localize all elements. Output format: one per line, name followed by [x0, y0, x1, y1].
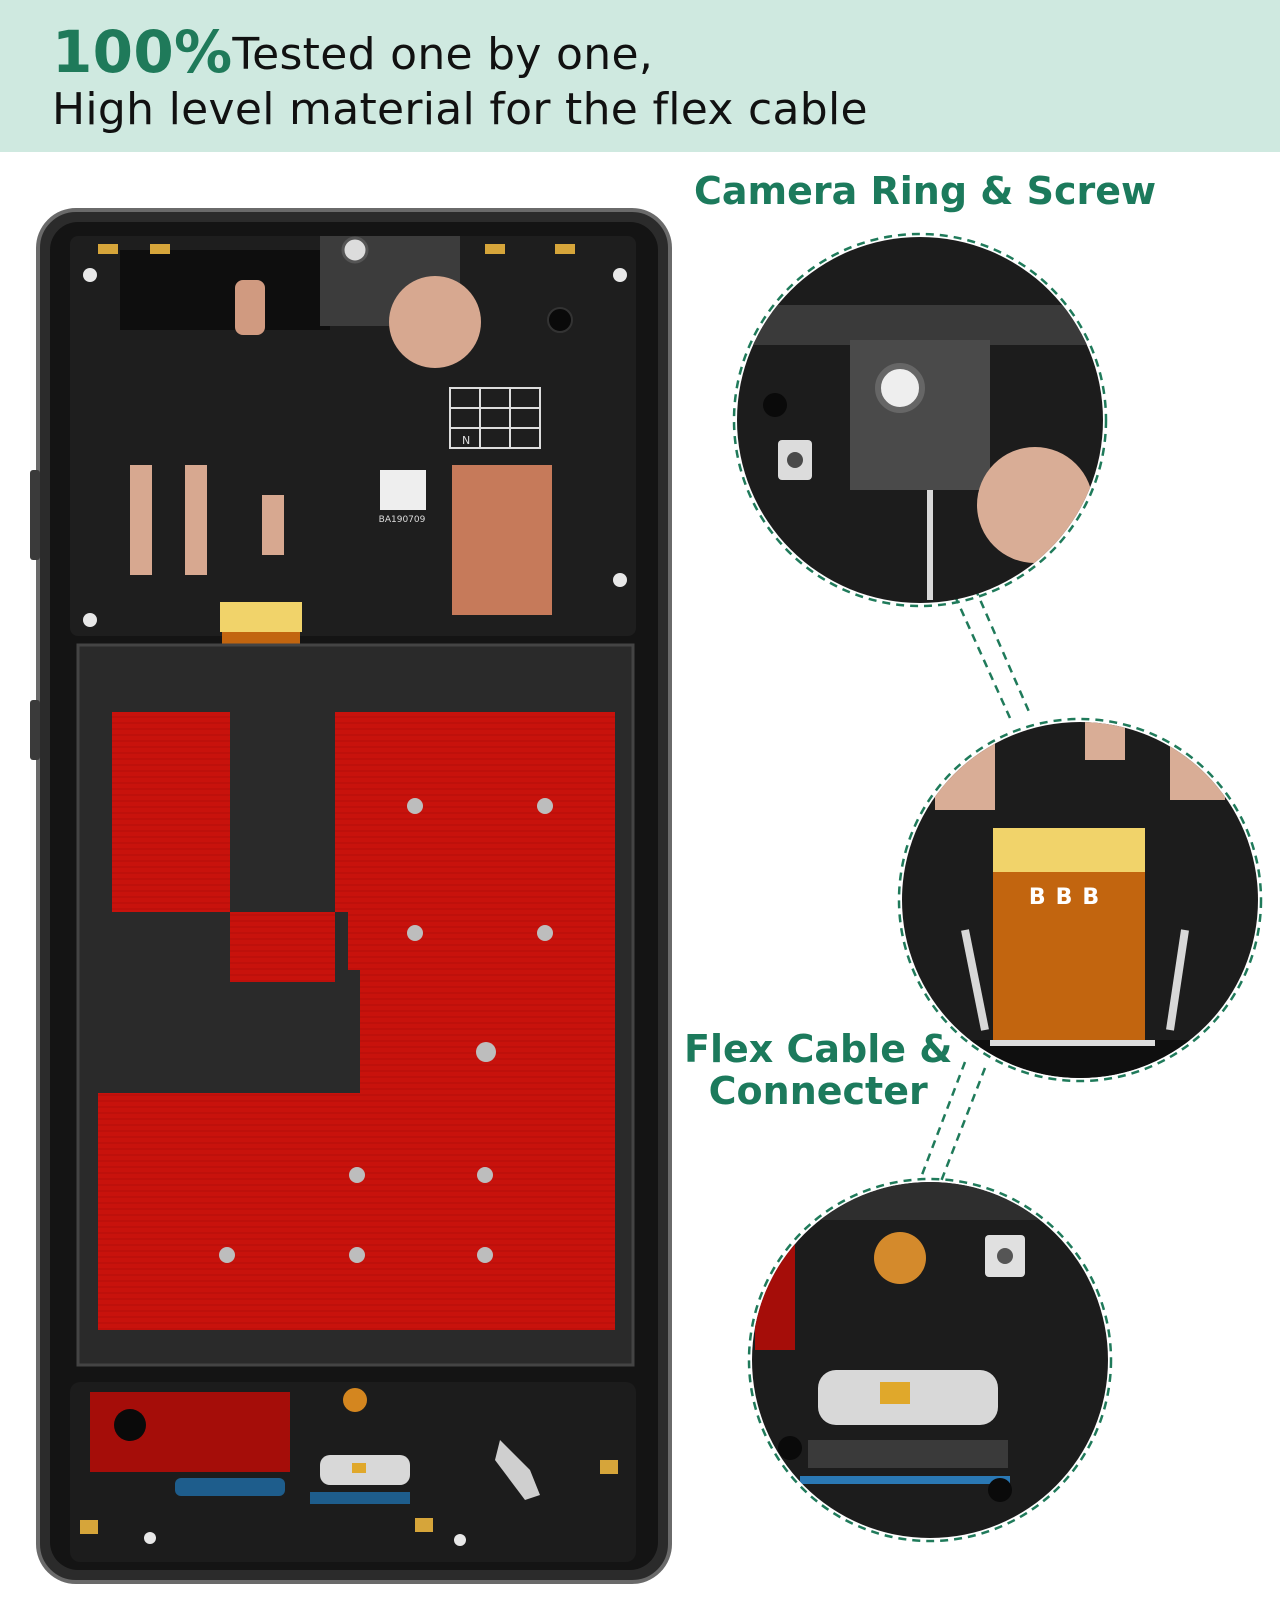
display-shield — [76, 643, 635, 1367]
grid-label: N — [449, 387, 541, 449]
camera-detail-circle — [732, 232, 1108, 608]
qr-code — [380, 470, 426, 510]
flex-callout-label: Flex Cable & Connecter — [684, 1028, 952, 1112]
headline-text-1: Tested one by one, — [232, 29, 654, 80]
flex-callout-label-line1: Flex Cable & — [684, 1027, 953, 1071]
flex-detail-circle: BBB — [897, 717, 1263, 1083]
header-banner — [0, 0, 1280, 152]
top-board: BA190709 N — [70, 236, 636, 636]
qr-code-label: BA190709 — [379, 515, 426, 525]
power-button — [30, 700, 40, 760]
copper-foil — [452, 465, 552, 615]
callout-connectors — [918, 587, 1032, 1185]
zoomed-connector-code: BBB — [1029, 885, 1109, 910]
volume-button — [30, 470, 40, 560]
headline-accent: 100% — [52, 18, 233, 86]
headline-line-2: High level material for the flex cable — [52, 84, 868, 135]
bottom-board — [70, 1382, 636, 1562]
flex-callout-label-line2: Connecter — [708, 1069, 928, 1113]
grid-marker: N — [462, 434, 470, 447]
camera-callout-label: Camera Ring & Screw — [694, 169, 1157, 213]
headline-line-1: 100%Tested one by one, — [52, 18, 653, 86]
flex-connector — [220, 602, 302, 632]
copper-pad-round — [389, 276, 481, 368]
camera-ring — [341, 236, 369, 264]
port-detail-circle — [747, 1177, 1113, 1543]
